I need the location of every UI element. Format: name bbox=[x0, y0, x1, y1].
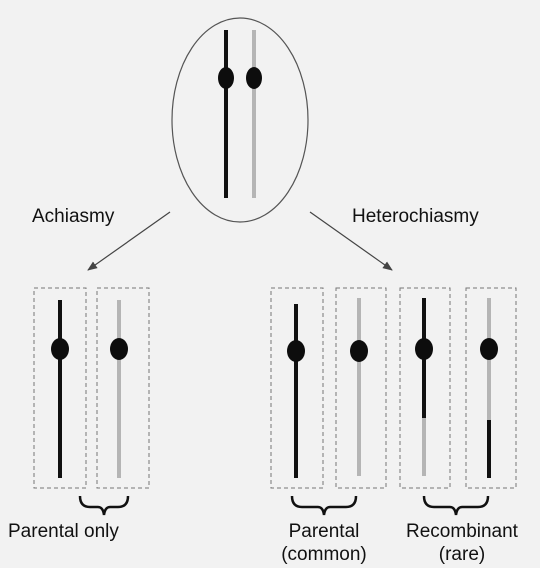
gamete-dark-centromere bbox=[287, 340, 305, 362]
achiasmy-label: Achiasmy bbox=[32, 206, 115, 227]
recombinant-label: Recombinant bbox=[406, 521, 519, 542]
recombinant-centromere bbox=[415, 338, 433, 360]
parental-only-brace bbox=[80, 496, 128, 515]
parent-dark-centromere bbox=[218, 67, 234, 89]
gamete-light-centromere bbox=[350, 340, 368, 362]
parental-only-label: Parental only bbox=[8, 521, 119, 542]
gamete-light-centromere bbox=[110, 338, 128, 360]
achiasmy-products bbox=[34, 288, 149, 515]
parent-cell-outline bbox=[172, 18, 308, 222]
rare-label: (rare) bbox=[439, 544, 485, 565]
recombinant-rare-brace bbox=[424, 496, 488, 515]
parent-light-centromere bbox=[246, 67, 262, 89]
recombinant-centromere bbox=[480, 338, 498, 360]
gamete-box-light bbox=[97, 288, 149, 488]
parent-cell bbox=[172, 18, 308, 222]
gamete-dark-centromere bbox=[51, 338, 69, 360]
common-label: (common) bbox=[281, 544, 367, 565]
parental-label: Parental bbox=[289, 521, 360, 542]
heterochiasmy-label: Heterochiasmy bbox=[352, 206, 479, 227]
heterochiasmy-products bbox=[271, 288, 516, 515]
parental-common-brace bbox=[292, 496, 356, 515]
